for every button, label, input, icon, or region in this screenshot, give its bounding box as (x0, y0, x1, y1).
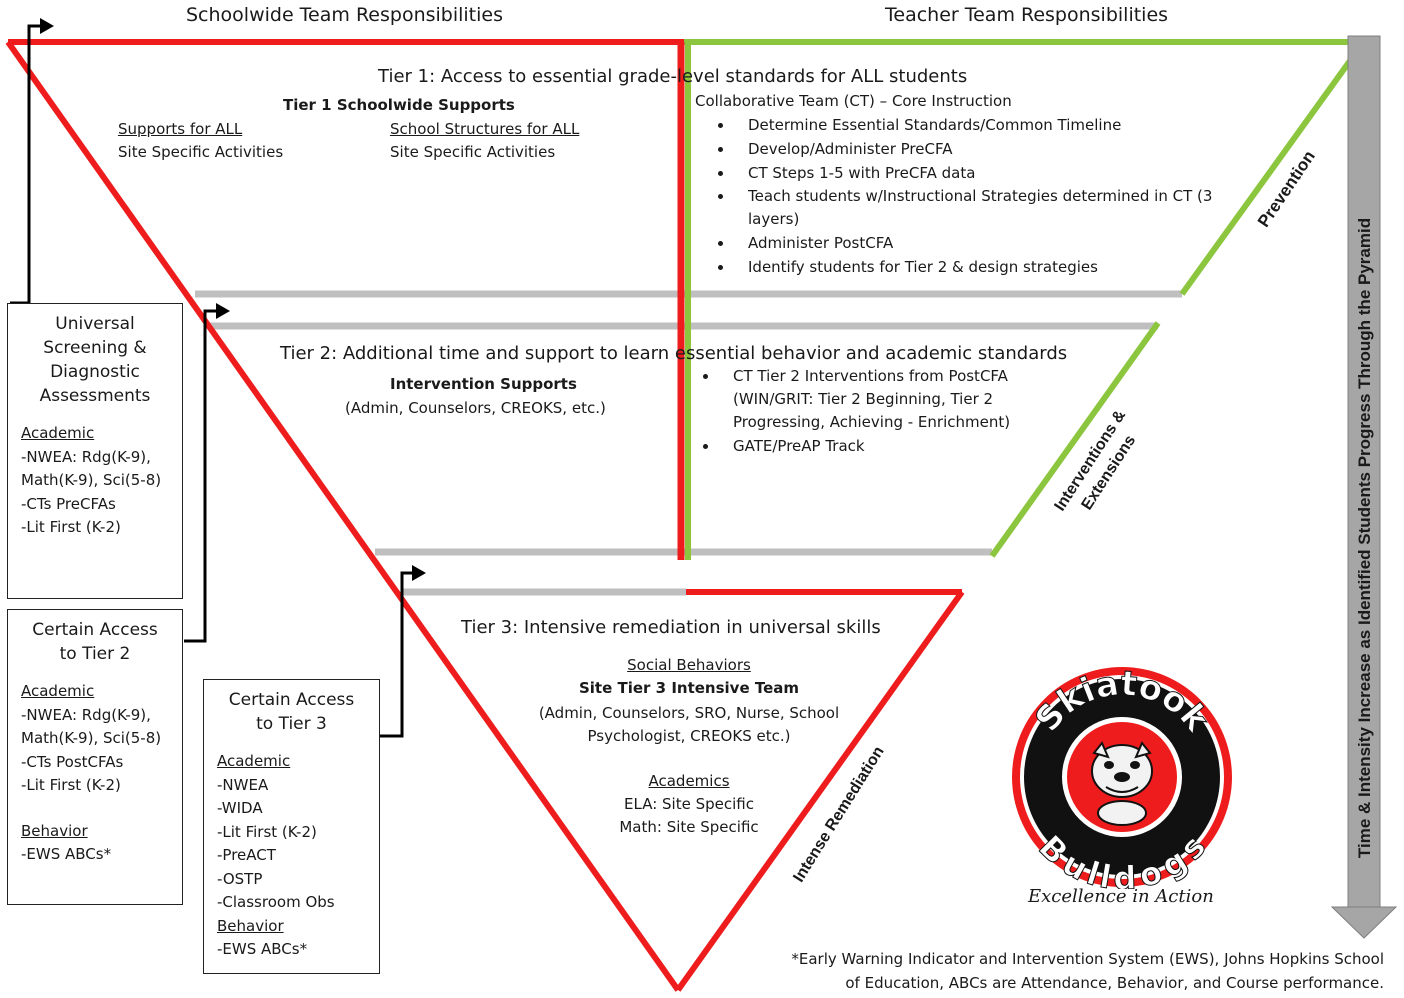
tier3-math: Math: Site Specific (619, 818, 759, 836)
list-item: GATE/PreAP Track (719, 434, 1039, 458)
tier2-right-green-edge (989, 321, 1161, 558)
list-item: -NWEA: Rdg(K-9), (21, 447, 151, 466)
universal-screening-box: Universal Screening & Diagnostic Assessm… (7, 303, 183, 599)
tier3-team: Site Tier 3 Intensive Team (578, 679, 800, 697)
list-item: -Lit First (K-2) (21, 776, 121, 794)
list-item: Teach students w/Instructional Strategie… (734, 185, 1218, 231)
skiatook-bulldogs-logo: Skiatook Bulldogs (1010, 663, 1234, 898)
tier3-team-people: (Admin, Counselors, SRO, Nurse, School P… (538, 704, 840, 745)
tier2-title: Tier 2: Additional time and support to l… (280, 343, 1068, 364)
schoolwide-header: Schoolwide Team Responsibilities (186, 4, 503, 26)
structures-site-specific: Site Specific Activities (390, 143, 556, 161)
tier2-bullet-list: CT Tier 2 Interventions from PostCFA (WI… (697, 365, 1039, 458)
list-item: -CTs PostCFAs (21, 752, 124, 771)
list-item: Determine Essential Standards/Common Tim… (734, 113, 1234, 137)
behavior-label: Behavior (21, 821, 88, 840)
list-item: -CTs PreCFAs (21, 494, 116, 513)
list-item: -PreACT (217, 846, 276, 864)
intervention-supports: Intervention Supports (390, 375, 577, 393)
tier2-access-box: Certain Access to Tier 2 Academic -NWEA:… (7, 609, 183, 905)
list-item: CT Steps 1-5 with PreCFA data (734, 161, 1234, 185)
list-item: -EWS ABCs* (217, 940, 308, 958)
list-item: -WIDA (217, 799, 263, 817)
box-content: Academic -NWEA: Rdg(K-9), Math(K-9), Sci… (8, 680, 182, 867)
box-title: Certain Access to Tier 3 (228, 690, 355, 734)
intervention-people: (Admin, Counselors, CREOKS, etc.) (345, 399, 606, 417)
list-item: Administer PostCFA (734, 231, 1234, 255)
tier2-arrow-head (216, 303, 230, 319)
list-item: -NWEA (217, 775, 269, 794)
list-item: CT Tier 2 Interventions from PostCFA (WI… (719, 365, 1033, 434)
pyramid-left-red-edge (5, 40, 681, 992)
tier1-right-green-edge (1179, 56, 1355, 296)
box-title: Certain Access to Tier 2 (32, 620, 158, 664)
tier3-ela: ELA: Site Specific (624, 795, 754, 813)
list-item: -OSTP (217, 869, 263, 888)
list-item: -NWEA: Rdg(K-9), (21, 705, 151, 724)
list-item: Identify students for Tier 2 & design st… (734, 255, 1234, 279)
academic-label: Academic (217, 752, 291, 770)
tier1-bullet-list: Determine Essential Standards/Common Tim… (712, 113, 1234, 279)
progress-arrow-head (1330, 906, 1398, 939)
list-item: -Lit First (K-2) (21, 518, 121, 536)
academic-label: Academic (21, 424, 95, 442)
box-content: Academic -NWEA: Rdg(K-9), Math(K-9), Sci… (8, 422, 182, 540)
social-behaviors: Social Behaviors (627, 656, 751, 674)
behavior-label: Behavior (217, 916, 284, 935)
academic-label: Academic (21, 682, 95, 700)
list-item: -Classroom Obs (217, 893, 335, 911)
footnote: *Early Warning Indicator and Interventio… (791, 950, 1384, 992)
list-item: -EWS ABCs* (21, 845, 112, 863)
tier3-academics: Academics (648, 772, 730, 790)
school-structures-for-all: School Structures for ALL (390, 120, 580, 138)
ct-core-instruction: Collaborative Team (CT) – Core Instructi… (695, 92, 1012, 110)
box-title: Universal Screening & Diagnostic Assessm… (39, 314, 151, 406)
tier3-title: Tier 3: Intensive remediation in univers… (461, 617, 881, 638)
tier2-arrow (184, 309, 218, 643)
box-content: Academic -NWEA -WIDA -Lit First (K-2) -P… (204, 750, 379, 962)
progress-arrow-shaft (1347, 35, 1381, 909)
tier3-access-box: Certain Access to Tier 3 Academic -NWEA … (203, 679, 380, 974)
supports-site-specific: Site Specific Activities (118, 143, 284, 161)
tier1-schoolwide-supports: Tier 1 Schoolwide Supports (283, 96, 515, 114)
tier3-right-red-edge (675, 590, 965, 992)
universal-arrow-head (40, 18, 54, 34)
logo-emblem: Skiatook Bulldogs (1012, 663, 1232, 898)
progress-arrow-label: Time & Intensity Increase as Identified … (1355, 217, 1374, 859)
list-item: -Lit First (K-2) (217, 822, 317, 841)
list-item: Develop/Administer PreCFA (734, 137, 1234, 161)
list-item: Math(K-9), Sci(5-8) (21, 729, 162, 747)
logo-tagline: Excellence in Action (1028, 886, 1214, 907)
list-item: Math(K-9), Sci(5-8) (21, 471, 162, 489)
supports-for-all: Supports for ALL (118, 120, 243, 138)
tier3-arrow (380, 571, 414, 738)
tier1-title: Tier 1: Access to essential grade-level … (378, 66, 968, 87)
teacher-header: Teacher Team Responsibilities (885, 4, 1169, 26)
tier3-arrow-head (412, 565, 426, 581)
